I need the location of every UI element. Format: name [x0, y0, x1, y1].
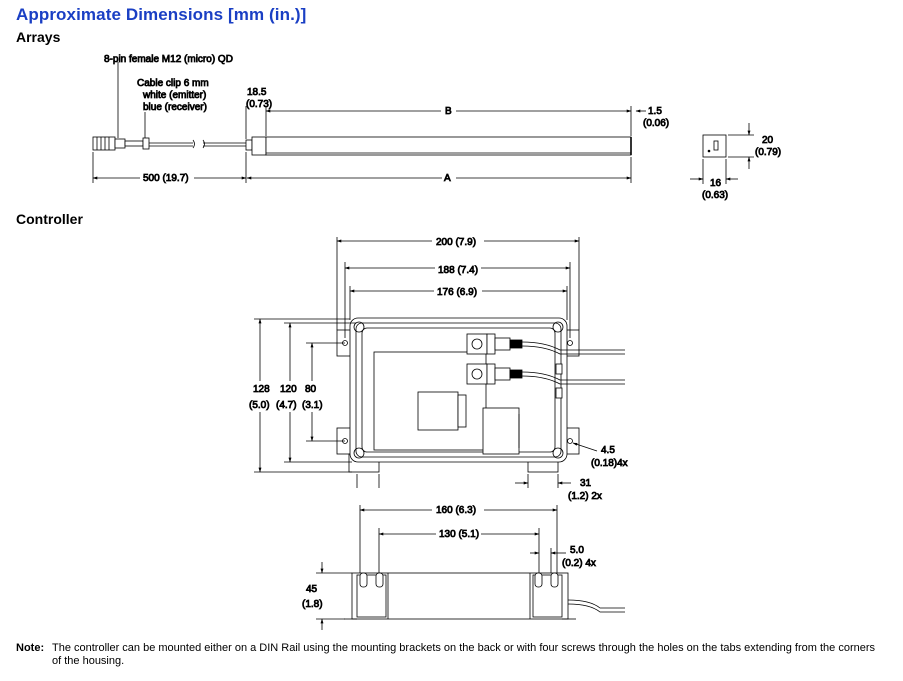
- array-end-view: [702, 134, 727, 158]
- section-heading-arrays: Arrays: [16, 29, 61, 45]
- dim-80-in: (3.1): [302, 400, 323, 411]
- controller-housing: [349, 317, 568, 463]
- dim-tip-in: (0.06): [643, 118, 669, 129]
- dim-176: 176 (6.9): [437, 287, 477, 298]
- controller-side-view: [344, 572, 625, 620]
- dim-height-in: (0.79): [755, 147, 781, 158]
- dim-tab-in: (1.2) 2x: [568, 491, 602, 502]
- dim-160: 160 (6.3): [436, 505, 476, 516]
- circuit-board: [373, 351, 487, 451]
- dim-hole-in: (0.18)4x: [591, 458, 628, 469]
- dim-200: 200 (7.9): [436, 237, 476, 248]
- dim-hole-mm: 4.5: [601, 445, 615, 456]
- clip-label-line2: white (emitter): [142, 90, 206, 101]
- dim-130: 130 (5.1): [439, 529, 479, 540]
- dim-height-mm: 20: [762, 135, 774, 146]
- dim-defined-b: B: [445, 106, 452, 117]
- dim-45-mm: 45: [306, 584, 318, 595]
- dim-end-mm: 18.5: [247, 87, 267, 98]
- page-title: Approximate Dimensions [mm (in.)]: [16, 5, 307, 24]
- array-end-cap: [251, 136, 267, 156]
- section-heading-controller: Controller: [16, 211, 83, 227]
- dim-120-mm: 120: [280, 384, 297, 395]
- dim-188: 188 (7.4): [438, 265, 478, 276]
- dim-5-mm: 5.0: [570, 545, 584, 556]
- dim-80-mm: 80: [305, 384, 317, 395]
- dim-5-in: (0.2) 4x: [562, 558, 596, 569]
- m12-connector-body: [92, 136, 116, 151]
- controller-top-view: [336, 317, 625, 473]
- note-label: Note:: [16, 642, 45, 654]
- dim-cable-length: 500 (19.7): [143, 173, 189, 184]
- dim-tip-mm: 1.5: [648, 106, 662, 117]
- dim-width-mm: 16: [710, 178, 722, 189]
- dim-tab-mm: 31: [580, 478, 592, 489]
- clip-label-line3: blue (receiver): [143, 102, 207, 113]
- array-side-view: [92, 136, 632, 156]
- dim-128-mm: 128: [253, 384, 270, 395]
- terminal-block: [482, 407, 520, 455]
- dim-overall-a: A: [444, 173, 451, 184]
- dim-45-in: (1.8): [302, 599, 323, 610]
- dim-128-in: (5.0): [249, 400, 270, 411]
- dim-width-in: (0.63): [702, 190, 728, 201]
- note-text: The controller can be mounted either on …: [52, 642, 876, 667]
- cable-clip: [142, 137, 150, 150]
- clip-label-line1: Cable clip 6 mm: [137, 78, 209, 89]
- connector-label: 8-pin female M12 (micro) QD: [104, 54, 233, 65]
- dim-end-in: (0.73): [246, 99, 272, 110]
- dim-120-in: (4.7): [276, 400, 297, 411]
- array-bar: [265, 136, 632, 156]
